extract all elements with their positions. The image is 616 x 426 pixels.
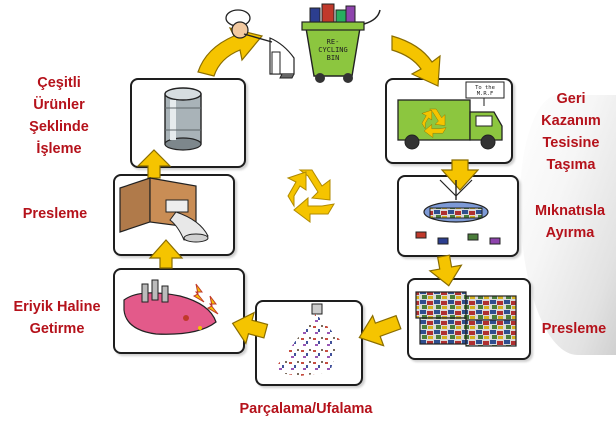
flow-arrow-magnet-to-press bbox=[428, 254, 463, 287]
label-transport: Geri Kazanım Tesisine Taşıma bbox=[528, 88, 614, 176]
label-transport-line-3: Tesisine bbox=[542, 135, 600, 151]
compressed-bales-illustration bbox=[415, 291, 517, 347]
label-magnetic: Mıknatısla Ayırma bbox=[524, 200, 616, 244]
recycle-icon bbox=[286, 169, 335, 223]
label-magnetic-line-1: Mıknatısla bbox=[534, 203, 606, 219]
label-melting-line-1: Eriyik Haline bbox=[13, 299, 101, 315]
label-shredding: Parçalama/Ufalama bbox=[239, 401, 373, 417]
tin-can-illustration bbox=[164, 87, 202, 151]
flow-arrow-truck-to-magnet bbox=[440, 159, 480, 191]
molten-metal-illustration bbox=[123, 279, 219, 335]
label-transport-line-1: Geri bbox=[556, 91, 586, 107]
label-products-line-1: Çeşitli bbox=[37, 75, 81, 91]
press-machine-illustration bbox=[119, 177, 209, 243]
flow-arrow-melt-to-press bbox=[148, 239, 184, 269]
label-transport-line-2: Kazanım bbox=[541, 113, 601, 129]
flow-arrow-press-to-shred bbox=[358, 314, 402, 347]
shredded-pieces-illustration bbox=[272, 303, 340, 376]
magnet-separator-illustration bbox=[415, 179, 501, 245]
label-melting: Eriyik Haline Getirme bbox=[4, 296, 110, 340]
label-press-right: Presleme bbox=[541, 321, 607, 337]
flow-arrow-press-to-products bbox=[136, 149, 172, 179]
flow-arrow-shred-to-melt bbox=[231, 311, 269, 345]
recycling-truck-illustration bbox=[397, 81, 505, 150]
label-melting-line-2: Getirme bbox=[29, 321, 85, 337]
label-press-left: Presleme bbox=[22, 206, 88, 222]
label-products-line-2: Ürünler bbox=[33, 97, 85, 113]
label-products-line-3: Şeklinde bbox=[29, 119, 89, 135]
label-products-line-4: İşleme bbox=[36, 141, 82, 157]
recycling-bin-illustration bbox=[301, 3, 381, 83]
label-magnetic-line-2: Ayırma bbox=[545, 225, 595, 241]
label-products: Çeşitli Ürünler Şeklinde İşleme bbox=[14, 72, 104, 160]
label-transport-line-4: Taşıma bbox=[546, 157, 596, 173]
flow-arrow-bin-to-truck bbox=[391, 35, 441, 87]
flow-arrow-products-to-bin bbox=[197, 27, 264, 77]
worker-illustration bbox=[225, 9, 295, 79]
